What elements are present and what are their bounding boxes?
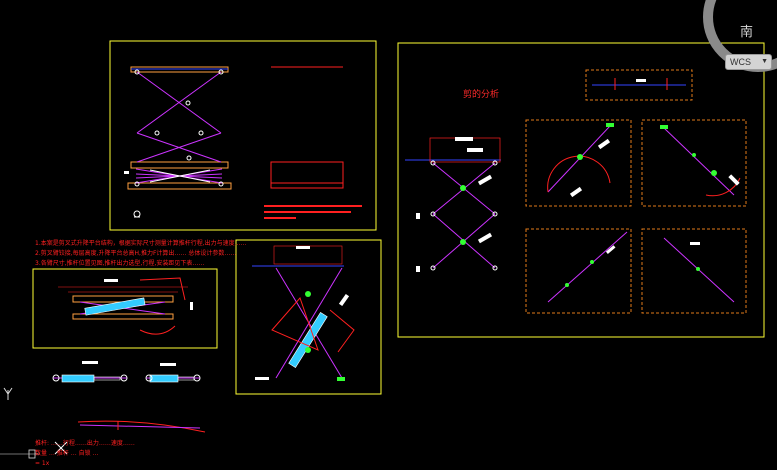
ucs-axis-icon <box>3 387 13 400</box>
analysis-title: 剪的分析 <box>463 90 500 100</box>
bottom-note-1: 推杆: ……行程……出力……速度…… <box>35 440 135 447</box>
bottom-note-3: = 1x <box>35 460 50 467</box>
chevron-down-icon: ▼ <box>761 58 768 65</box>
notes-line-2: 2.剪叉臂铰接,每层高度,升降平台总高H,推力F计算出…… 总体设计参数…… <box>35 250 237 257</box>
cylinder-part-left <box>52 361 128 383</box>
main-lift-drawing <box>124 66 362 219</box>
frame-collapsed <box>32 268 218 349</box>
bottom-sketch <box>0 420 206 459</box>
bottom-note-2: 数量 … 推杆 … 自锁 … <box>35 450 99 457</box>
ucs-dropdown[interactable]: WCS ▼ <box>725 54 772 70</box>
compass-direction-label[interactable]: 南 <box>740 25 754 40</box>
ucs-label: WCS <box>730 57 751 67</box>
notes-line-1: 1.本案是剪叉式升降平台结构，根据实际尺寸测量计算推杆行程,出力与速度…… <box>35 240 247 247</box>
frame-main-lift <box>109 40 377 231</box>
frame-lifted <box>235 239 382 395</box>
notes-line-3: 3.各臂尺寸,推杆位置见图,推杆出力选型,行程,安装距见下表…… <box>35 260 205 267</box>
collapsed-drawing <box>58 277 193 335</box>
lifted-drawing <box>252 245 355 381</box>
analysis-drawing <box>405 69 747 314</box>
frame-analysis <box>397 42 765 338</box>
cylinder-part-right <box>145 363 201 383</box>
